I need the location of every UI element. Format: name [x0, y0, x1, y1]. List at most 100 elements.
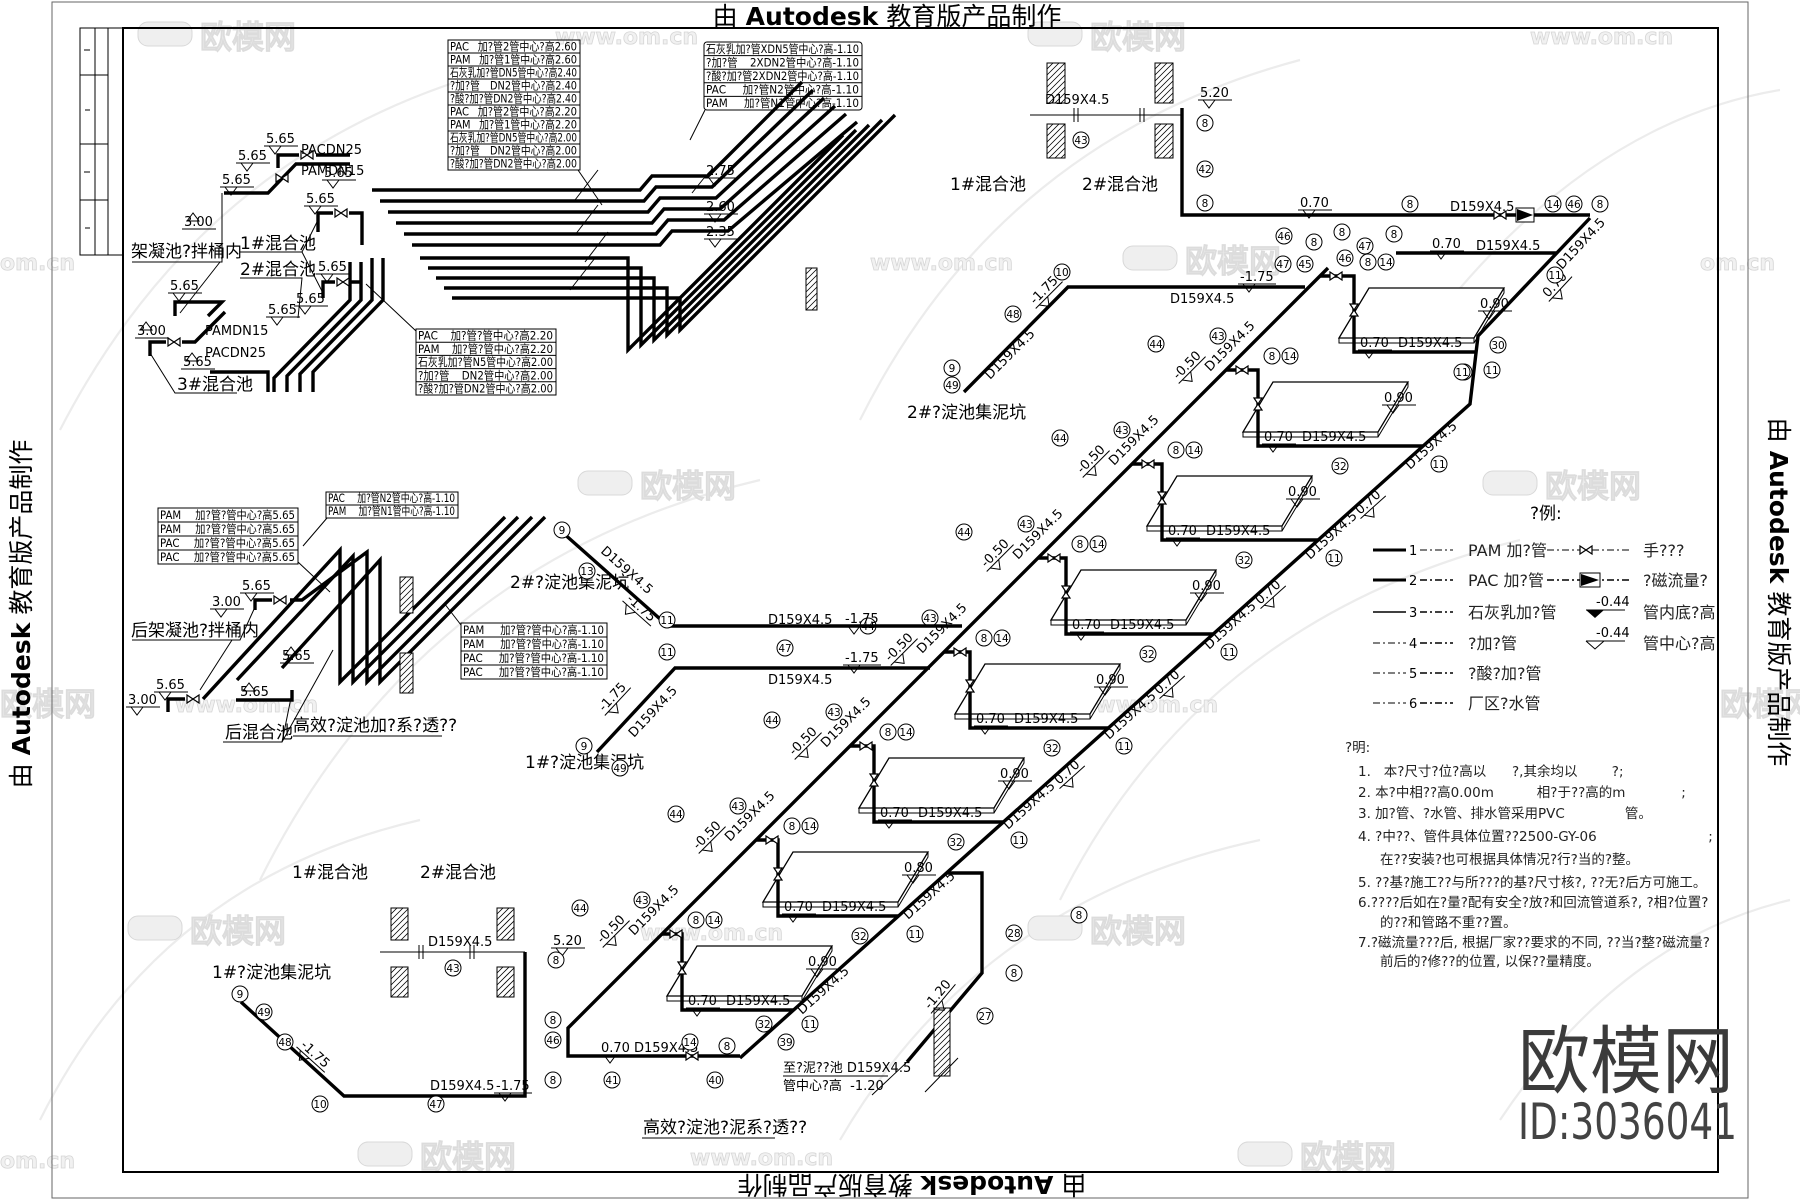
svg-text:石灰乳加?管DN5管中心?高2.00: 石灰乳加?管DN5管中心?高2.00 — [450, 131, 577, 145]
svg-text:47: 47 — [1276, 259, 1289, 271]
svg-text:?磁流量?: ?磁流量? — [1643, 571, 1708, 590]
watermark-brand: 欧模网 — [0, 685, 96, 724]
legend-item-pam: 1 PAM 加?管 — [1373, 541, 1547, 560]
label-to-sludge-pool: 至?泥??池 D159X4.5 — [783, 1061, 911, 1076]
svg-text:欧模网: 欧模网 — [1720, 685, 1800, 723]
svg-text:5.65: 5.65 — [238, 149, 267, 164]
title-dosing-system: 高效?淀池加?系?透?? — [293, 716, 457, 736]
svg-text:8: 8 — [981, 633, 988, 645]
watermark-brand: 欧模网 — [1027, 18, 1186, 56]
svg-text:石灰乳加?管XDN5管中心?高-1.10: 石灰乳加?管XDN5管中心?高-1.10 — [706, 42, 859, 56]
watermark-site: om.cn — [1700, 251, 1775, 276]
svg-text:石灰乳加?管N5管中心?高2.00: 石灰乳加?管N5管中心?高2.00 — [418, 355, 553, 369]
legend-item-6: 6 厂区?水管 — [1373, 694, 1541, 713]
svg-text:2.60: 2.60 — [706, 200, 735, 215]
svg-text:0.70: 0.70 — [1300, 196, 1329, 211]
svg-text:5.65: 5.65 — [324, 166, 353, 181]
svg-text:11: 11 — [908, 929, 921, 941]
svg-text:49: 49 — [257, 1007, 270, 1019]
pipe-spec: D159X4.5 — [1476, 239, 1540, 254]
svg-text:0.70: 0.70 — [880, 806, 909, 821]
svg-text:0.80: 0.80 — [904, 861, 933, 876]
watermark-brand: 欧模网 — [1720, 685, 1800, 724]
svg-text:0.90: 0.90 — [1192, 579, 1221, 594]
svg-text:8: 8 — [1076, 910, 1083, 922]
svg-text:32: 32 — [1333, 461, 1346, 473]
watermark-brand: 欧模网 — [577, 467, 736, 505]
label-sludge-pit-2-top: 2#?淀池集泥坑 — [907, 403, 1026, 423]
svg-text:0.70: 0.70 — [1072, 618, 1101, 633]
svg-text:0.70: 0.70 — [1360, 336, 1389, 351]
watermark-id: ID:3036041 — [1518, 1093, 1737, 1151]
svg-text:欧模网: 欧模网 — [1545, 467, 1641, 505]
notes-title: ?明: — [1345, 740, 1370, 756]
outer-sheet-border — [51, 1, 1749, 1199]
svg-text:D159X4.5: D159X4.5 — [1302, 430, 1366, 445]
svg-text:46: 46 — [1277, 231, 1291, 243]
svg-text:44: 44 — [573, 903, 587, 915]
svg-text:9: 9 — [581, 741, 588, 753]
pipe-spec: D159X4.5 — [1170, 292, 1234, 307]
svg-text:-1.75: -1.75 — [1240, 270, 1274, 285]
svg-text:14: 14 — [1546, 199, 1560, 211]
svg-text:32: 32 — [949, 837, 962, 849]
svg-text:D159X4.5: D159X4.5 — [1014, 712, 1078, 727]
svg-text:欧模网: 欧模网 — [190, 912, 286, 950]
svg-text:5.65: 5.65 — [156, 678, 185, 693]
label-sludge-pit-2: 2#?淀池集泥坑 — [510, 573, 629, 593]
label-pipe-center-elev: 管中心?高 -1.20 — [783, 1078, 884, 1094]
wall-hatch — [496, 966, 515, 998]
svg-text:8: 8 — [1311, 237, 1318, 249]
svg-text:?加?管DN2管中心?高2.00: ?加?管DN2管中心?高2.00 — [450, 144, 577, 158]
svg-text:欧模网: 欧模网 — [1185, 242, 1281, 280]
pipes-top-left — [132, 80, 897, 394]
svg-text:欧模网: 欧模网 — [0, 685, 96, 723]
svg-text:46: 46 — [546, 1035, 560, 1047]
svg-text:8: 8 — [553, 955, 560, 967]
svg-text:11: 11 — [1432, 459, 1445, 471]
wall-hatch — [1154, 123, 1174, 159]
svg-text:2. 本?中相??高0.00m 相?于??: 2. 本?中相??高0.00m 相?于??高的m ; — [1358, 784, 1686, 801]
svg-text:6: 6 — [1409, 697, 1417, 712]
svg-text:8: 8 — [885, 727, 892, 739]
svg-text:0.90: 0.90 — [1384, 391, 1413, 406]
banner-bottom: 由Autodesk教育版产品制作 — [738, 1170, 1087, 1199]
title-strip — [79, 27, 124, 256]
svg-text:47: 47 — [1358, 241, 1371, 253]
label-pac-dn25: PACDN25 — [301, 143, 362, 158]
svg-text:5.65: 5.65 — [282, 649, 311, 664]
tank-unit: 0.90 0.70 D159X4.5 8 14 43 44 32 11 -0.5… — [818, 609, 1133, 757]
svg-text:3.00: 3.00 — [128, 693, 157, 708]
svg-text:0.90: 0.90 — [1288, 485, 1317, 500]
pipe-spec: D159X4.5 — [1450, 200, 1514, 215]
svg-text:43: 43 — [1074, 135, 1087, 147]
svg-text:14: 14 — [1187, 445, 1201, 457]
label-pam-dn15: PAMDN15 — [301, 164, 364, 179]
wall-hatch — [399, 576, 414, 614]
svg-text:D159X4.5: D159X4.5 — [918, 806, 982, 821]
label-mix-1-tr: 1#混合池 — [950, 175, 1026, 195]
svg-text:44: 44 — [957, 527, 971, 539]
svg-text:D159X4.5: D159X4.5 — [822, 900, 886, 915]
svg-text:厂区?水管: 厂区?水管 — [1468, 694, 1541, 713]
flow-meter-icon — [1515, 207, 1535, 223]
svg-text:32: 32 — [853, 931, 866, 943]
wall-hatch — [933, 1007, 951, 1077]
svg-text:0.70: 0.70 — [976, 712, 1005, 727]
legend-flow-meter: ?磁流量? — [1547, 571, 1708, 590]
svg-text:管中心?高: 管中心?高 — [1643, 634, 1716, 653]
wall-hatch — [390, 966, 409, 998]
label-sludge-pit-1-bl: 1#?淀池集泥坑 — [212, 963, 331, 983]
svg-text:8: 8 — [1202, 118, 1209, 130]
svg-text:8: 8 — [1597, 199, 1604, 211]
svg-text:在??安装?也可根据具体情况?行?当的?整。: 在??安装?也可根据具体情况?行?当的?整。 — [1380, 852, 1639, 868]
svg-text:3: 3 — [1409, 606, 1417, 621]
